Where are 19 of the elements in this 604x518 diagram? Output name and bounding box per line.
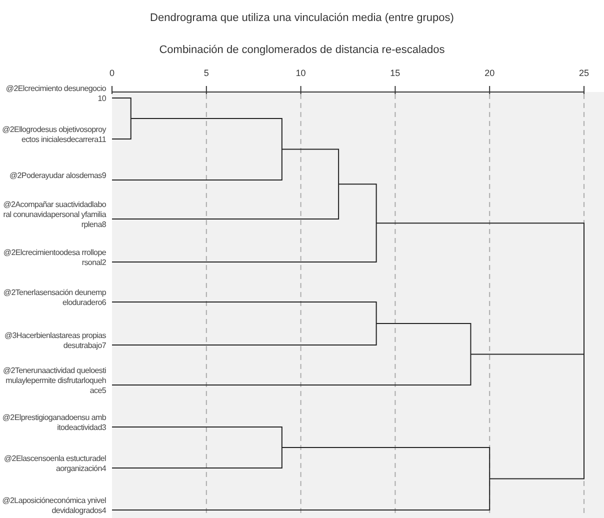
leaf-label: @2Elcrecimiento desunegocio10	[4, 84, 106, 104]
leaf-label: @2Acompañar suactividadlaboral conunavidapersonal yfamiliarplena8	[2, 200, 106, 230]
leaf-label: @2Elprestigioganadoensu ambitodeactividad3	[2, 413, 106, 433]
leaf-label: @3Hacerbienlastareas propiasdesutrabajo7	[3, 331, 106, 351]
axis-title: Combinación de conglomerados de distancia re-escalados	[158, 44, 446, 56]
leaf-label: @2Poderayudar alosdemas9	[8, 171, 106, 181]
tick-label: 5	[202, 68, 210, 78]
tick-label: 0	[108, 68, 116, 78]
chart-title: Dendrograma que utiliza una vinculación media (entre grupos)	[149, 12, 455, 24]
leaf-label: @2Ellogrodesus objetivosoproyectos inicialesdecarrera11	[2, 125, 106, 145]
tick-label: 25	[578, 68, 590, 78]
leaf-label: @2Laposicióneconómica yniveldevidalogrados4	[2, 496, 106, 516]
tick-label: 20	[484, 68, 496, 78]
leaf-label: @2Tenerlasensación deunempeloduradero6	[2, 288, 106, 308]
leaf-label: @2Tenerunaactividad queloestimulaylepermite disfrutarloquehace5	[2, 366, 106, 396]
tick-label: 15	[389, 68, 402, 78]
leaf-label: @2Elcrecimientoodesa rrollopersonal2	[2, 248, 106, 268]
tick-label: 10	[294, 68, 307, 78]
leaf-label: @2Elascensoenla estucturadelaorganización4	[2, 454, 106, 474]
